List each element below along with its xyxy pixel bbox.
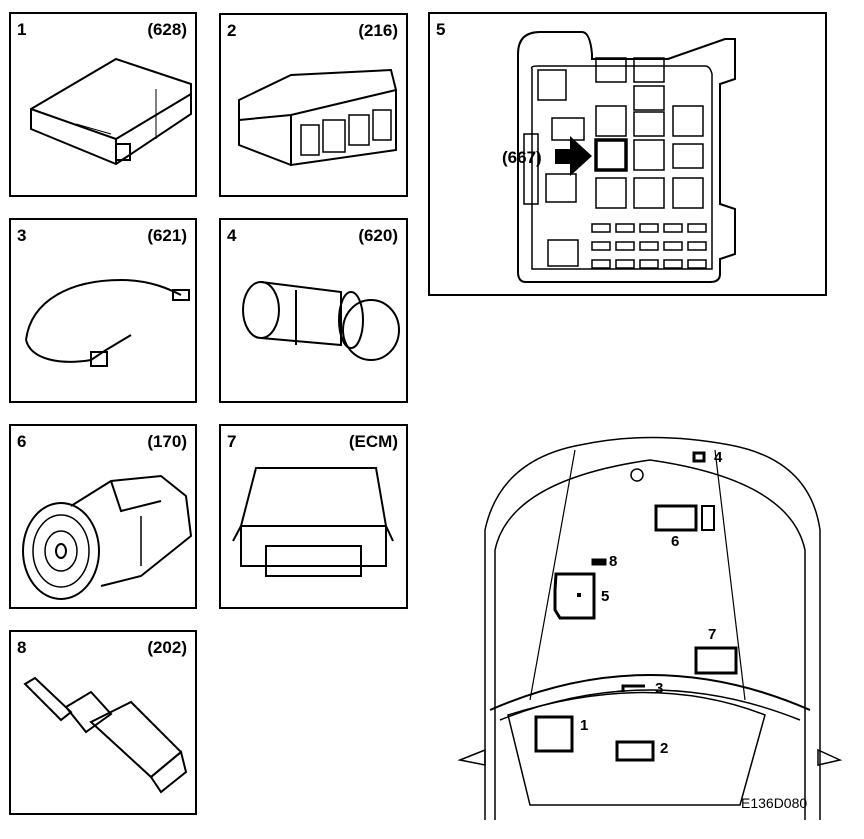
panel-8: 8 (202) xyxy=(9,630,197,815)
panel-5: 5 (667) xyxy=(428,12,827,296)
sensor-cable-illustration xyxy=(25,278,190,367)
temperature-sensor-illustration xyxy=(23,676,188,794)
panel-number: 4 xyxy=(227,226,237,245)
location-label-4: 4 xyxy=(714,449,723,466)
component-code: (ECM) xyxy=(348,432,398,451)
pressure-switch-illustration xyxy=(242,281,400,361)
control-module-illustration xyxy=(30,57,192,166)
relay-callout: (667) xyxy=(502,148,542,167)
component-code: (216) xyxy=(358,21,398,40)
panel-3: 3 (621) xyxy=(9,218,197,403)
panel-number: 6 xyxy=(17,432,27,451)
component-code: (170) xyxy=(147,432,187,451)
panel-number: 2 xyxy=(227,21,237,40)
location-label-6: 6 xyxy=(671,533,680,550)
location-label-5: 5 xyxy=(601,588,610,605)
panel-number: 1 xyxy=(17,20,27,39)
arrow-icon xyxy=(555,136,592,176)
fuse-relay-box-illustration xyxy=(517,31,736,283)
panel-1: 1 (628) xyxy=(9,12,197,197)
panel-number: 3 xyxy=(17,226,27,245)
panel-7: 7 (ECM) xyxy=(219,424,408,609)
panel-number: 7 xyxy=(227,432,237,451)
panel-2: 2 (216) xyxy=(219,13,408,197)
panel-number: 8 xyxy=(17,638,27,657)
ecm-illustration xyxy=(232,467,394,577)
panel-number: 5 xyxy=(436,20,446,39)
vehicle-location-diagram: 1 2 3 4 5 6 7 8 xyxy=(440,420,860,839)
location-label-3: 3 xyxy=(655,680,664,697)
location-label-8: 8 xyxy=(609,553,618,570)
component-code: (628) xyxy=(147,20,187,39)
component-code: (202) xyxy=(147,638,187,657)
vehicle-outline xyxy=(457,436,843,820)
panel-6: 6 (170) xyxy=(9,424,197,609)
figure-id: E136D080 xyxy=(741,795,808,811)
location-label-7: 7 xyxy=(708,626,717,643)
location-label-2: 2 xyxy=(660,740,669,757)
component-code: (621) xyxy=(147,226,187,245)
component-code: (620) xyxy=(358,226,398,245)
ac-compressor-illustration xyxy=(22,474,193,600)
panel-4: 4 (620) xyxy=(219,218,408,403)
fuse-rows xyxy=(591,223,707,269)
location-label-1: 1 xyxy=(580,717,589,734)
climate-panel-illustration xyxy=(238,68,398,167)
